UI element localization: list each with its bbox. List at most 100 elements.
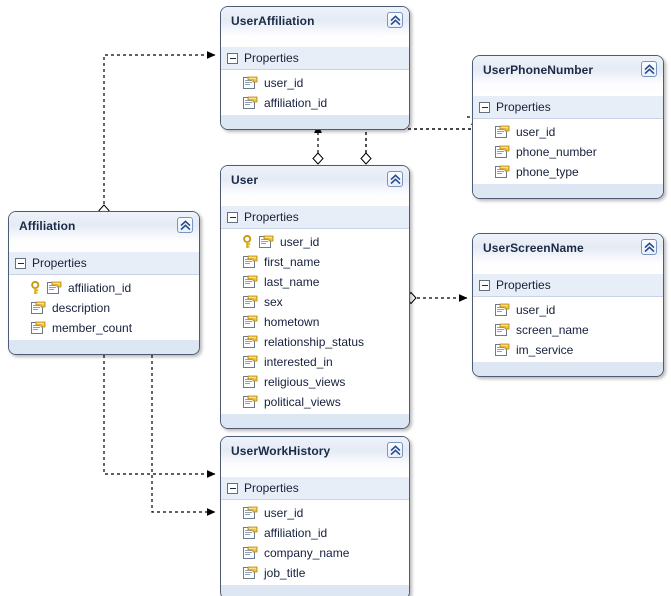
property-name: user_id <box>516 125 556 139</box>
relationship-affiliation-to-useraffiliation <box>98 51 216 217</box>
property-icon <box>31 321 46 335</box>
property-row[interactable]: job_title <box>221 563 409 583</box>
property-row[interactable]: user_id <box>473 300 663 320</box>
property-name: affiliation_id <box>68 281 132 295</box>
property-row[interactable]: last_name <box>221 272 409 292</box>
entity-footer <box>221 413 409 428</box>
properties-section-header[interactable]: Properties <box>221 46 409 70</box>
entity-header[interactable]: User <box>221 166 409 205</box>
chevron-double-up-icon[interactable] <box>641 239 657 255</box>
property-name: user_id <box>280 235 320 249</box>
property-name: relationship_status <box>264 335 365 349</box>
property-row[interactable]: sex <box>221 292 409 312</box>
property-row[interactable]: religious_views <box>221 372 409 392</box>
property-row[interactable]: company_name <box>221 543 409 563</box>
properties-section-label: Properties <box>244 481 299 495</box>
primary-key-icon <box>31 280 44 295</box>
properties-section-header[interactable]: Properties <box>9 251 199 275</box>
entity-header[interactable]: UserPhoneNumber <box>473 56 663 95</box>
property-name: user_id <box>264 76 304 90</box>
property-icon <box>243 506 258 520</box>
property-row[interactable]: screen_name <box>473 320 663 340</box>
property-row[interactable]: relationship_status <box>221 332 409 352</box>
property-row[interactable]: affiliation_id <box>221 93 409 113</box>
entity-header[interactable]: UserWorkHistory <box>221 437 409 476</box>
property-row[interactable]: affiliation_id <box>221 523 409 543</box>
property-name: religious_views <box>264 375 346 389</box>
property-name: screen_name <box>516 323 589 337</box>
property-row[interactable]: hometown <box>221 312 409 332</box>
property-icon <box>243 76 258 90</box>
property-icon <box>243 315 258 329</box>
chevron-double-up-icon[interactable] <box>387 12 403 28</box>
property-row[interactable]: first_name <box>221 252 409 272</box>
property-icon <box>243 526 258 540</box>
property-name: user_id <box>516 303 556 317</box>
property-row[interactable]: interested_in <box>221 352 409 372</box>
property-row[interactable]: political_views <box>221 392 409 412</box>
property-row[interactable]: user_id <box>221 73 409 93</box>
properties-section-label: Properties <box>496 100 551 114</box>
properties-section-header[interactable]: Properties <box>473 95 663 119</box>
properties-section-label: Properties <box>244 51 299 65</box>
minus-box-icon[interactable] <box>227 52 238 64</box>
property-row[interactable]: description <box>9 298 199 318</box>
property-icon <box>495 125 510 139</box>
properties-section-label: Properties <box>496 278 551 292</box>
minus-box-icon[interactable] <box>227 211 238 223</box>
property-name: job_title <box>264 566 306 580</box>
property-name: phone_number <box>516 145 597 159</box>
property-row[interactable]: member_count <box>9 318 199 338</box>
entity-title: UserScreenName <box>483 241 584 255</box>
relationship-affiliation-to-userworkhistory <box>98 337 216 478</box>
entity-header[interactable]: Affiliation <box>9 212 199 251</box>
minus-box-icon[interactable] <box>15 257 26 269</box>
property-name: political_views <box>264 395 341 409</box>
properties-section-header[interactable]: Properties <box>473 273 663 297</box>
property-icon <box>243 96 258 110</box>
minus-box-icon[interactable] <box>479 279 490 291</box>
property-name: first_name <box>264 255 321 269</box>
property-name: phone_type <box>516 165 579 179</box>
entity-footer <box>221 114 409 129</box>
property-list: user_id screen_name im_service <box>473 297 663 361</box>
property-icon <box>47 281 62 295</box>
entity-title: UserPhoneNumber <box>483 63 594 77</box>
property-row[interactable]: user_id <box>221 503 409 523</box>
properties-section-header[interactable]: Properties <box>221 205 409 229</box>
property-icon <box>31 301 46 315</box>
property-icon <box>243 375 258 389</box>
property-icon <box>495 165 510 179</box>
minus-box-icon[interactable] <box>227 482 238 494</box>
property-row[interactable]: user_id <box>473 122 663 142</box>
chevron-double-up-icon[interactable] <box>177 217 193 233</box>
property-name: hometown <box>264 315 320 329</box>
minus-box-icon[interactable] <box>479 101 490 113</box>
entity-header[interactable]: UserScreenName <box>473 234 663 273</box>
property-name: affiliation_id <box>264 96 328 110</box>
relationship-user-to-useraffiliation <box>312 124 324 165</box>
property-name: last_name <box>264 275 320 289</box>
property-icon <box>243 546 258 560</box>
property-list: user_id affiliation_id <box>221 70 409 114</box>
property-name: affiliation_id <box>264 526 328 540</box>
property-row[interactable]: affiliation_id <box>9 278 199 298</box>
entity-header[interactable]: UserAffiliation <box>221 7 409 46</box>
chevron-double-up-icon[interactable] <box>641 61 657 77</box>
entity-title: UserWorkHistory <box>231 444 331 458</box>
property-icon <box>243 275 258 289</box>
chevron-double-up-icon[interactable] <box>387 442 403 458</box>
property-row[interactable]: user_id <box>221 232 409 252</box>
property-row[interactable]: im_service <box>473 340 663 360</box>
chevron-double-up-icon[interactable] <box>387 171 403 187</box>
property-row[interactable]: phone_type <box>473 162 663 182</box>
properties-section-header[interactable]: Properties <box>221 476 409 500</box>
property-row[interactable]: phone_number <box>473 142 663 162</box>
